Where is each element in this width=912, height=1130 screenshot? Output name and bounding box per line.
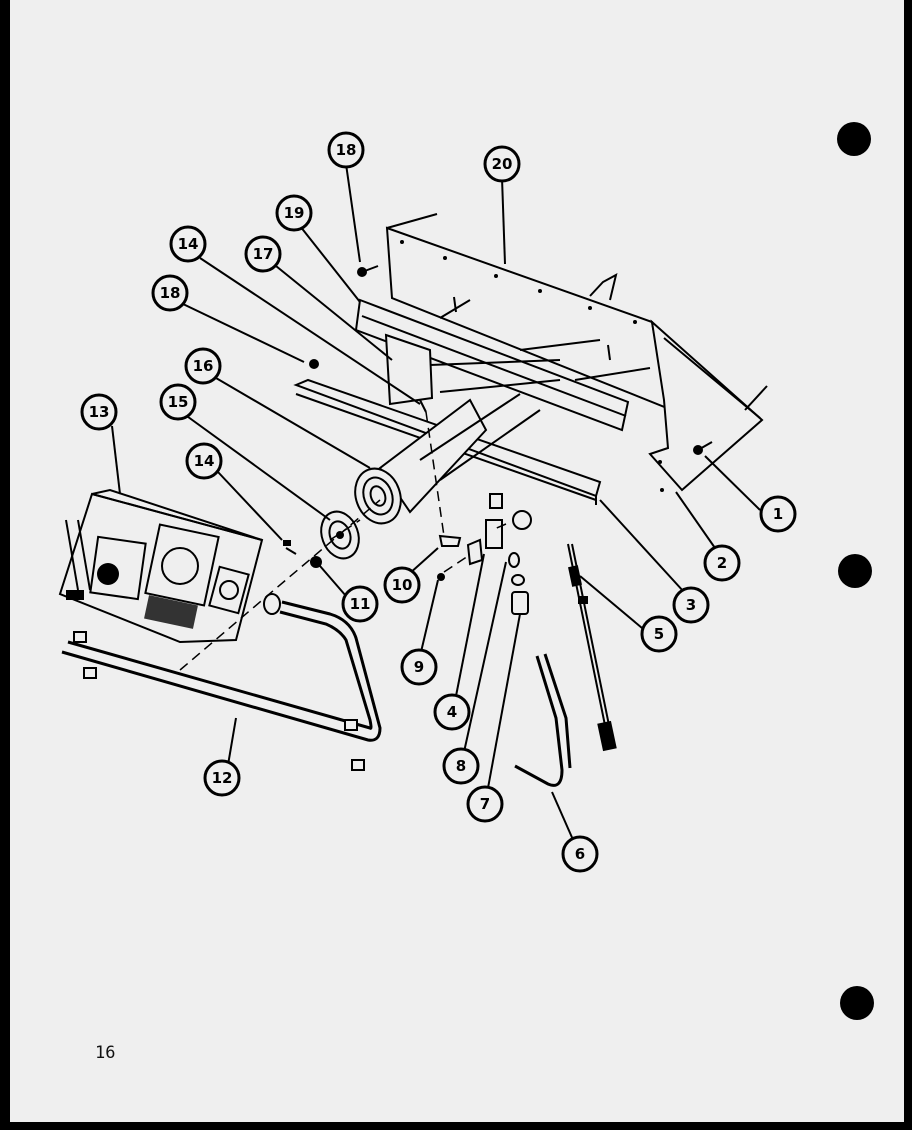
svg-text:15: 15 bbox=[168, 393, 189, 411]
part-5-rod bbox=[567, 543, 617, 752]
callout-16: 16 bbox=[184, 347, 222, 385]
callout-18-left: 18 bbox=[151, 274, 189, 312]
svg-text:17: 17 bbox=[253, 245, 274, 263]
callout-8: 8 bbox=[442, 747, 480, 785]
callout-14-upper: 14 bbox=[169, 225, 207, 263]
svg-text:18: 18 bbox=[160, 284, 181, 302]
part-19-frame bbox=[354, 298, 651, 432]
part-9-screw bbox=[437, 573, 445, 581]
part-8-orifice bbox=[508, 510, 532, 568]
svg-text:4: 4 bbox=[447, 703, 457, 721]
callout-15: 15 bbox=[159, 383, 197, 421]
callout-5: 5 bbox=[640, 615, 678, 653]
binder-hole-middle bbox=[838, 554, 872, 588]
part-14-screws bbox=[283, 540, 297, 555]
svg-text:2: 2 bbox=[717, 554, 727, 572]
part-14-screw-top bbox=[419, 399, 427, 413]
part-16-burner-tube bbox=[354, 393, 541, 525]
svg-text:3: 3 bbox=[686, 596, 696, 614]
svg-text:19: 19 bbox=[284, 204, 305, 222]
callout-1: 1 bbox=[759, 495, 797, 533]
svg-text:14: 14 bbox=[178, 235, 199, 253]
svg-text:18: 18 bbox=[336, 141, 357, 159]
callout-10: 10 bbox=[383, 566, 421, 604]
svg-text:11: 11 bbox=[350, 595, 371, 613]
callout-12: 12 bbox=[203, 759, 241, 797]
callout-11: 11 bbox=[341, 585, 379, 623]
part-10-bracket bbox=[438, 534, 462, 547]
binder-hole-bottom bbox=[840, 986, 874, 1020]
svg-text:6: 6 bbox=[575, 845, 585, 863]
svg-text:8: 8 bbox=[456, 757, 466, 775]
svg-text:10: 10 bbox=[392, 576, 413, 594]
callout-13: 13 bbox=[80, 393, 118, 431]
callout-14-lower: 14 bbox=[185, 442, 223, 480]
callout-17: 17 bbox=[244, 235, 282, 273]
callout-7: 7 bbox=[466, 785, 504, 823]
svg-text:13: 13 bbox=[89, 403, 110, 421]
callout-20: 20 bbox=[483, 145, 521, 183]
callout-18-top: 18 bbox=[327, 131, 365, 169]
callout-leaders bbox=[111, 163, 761, 843]
svg-text:14: 14 bbox=[194, 452, 215, 470]
part-4-igniter-bracket bbox=[466, 493, 503, 566]
part-15-flange bbox=[320, 510, 360, 560]
part-7-fitting bbox=[511, 574, 529, 615]
part-6-bent-tube bbox=[514, 653, 572, 787]
part-1-screw bbox=[693, 441, 713, 455]
callout-6: 6 bbox=[561, 835, 599, 873]
svg-text:1: 1 bbox=[773, 505, 783, 523]
part-2-side-bracket bbox=[648, 319, 768, 492]
svg-text:7: 7 bbox=[480, 795, 490, 813]
part-13-gas-valve bbox=[58, 488, 264, 644]
assembly-dash-lines bbox=[179, 411, 507, 671]
callout-2: 2 bbox=[703, 544, 741, 582]
svg-text:20: 20 bbox=[492, 155, 513, 173]
callout-3: 3 bbox=[672, 586, 710, 624]
svg-text:16: 16 bbox=[193, 357, 214, 375]
svg-text:9: 9 bbox=[414, 658, 424, 676]
callout-9: 9 bbox=[400, 648, 438, 686]
page-number: 16 bbox=[95, 1043, 116, 1063]
svg-text:5: 5 bbox=[654, 625, 664, 643]
part-18-screw-lower bbox=[309, 359, 319, 369]
callout-19: 19 bbox=[275, 194, 313, 232]
part-11-nut bbox=[310, 556, 322, 568]
callout-4: 4 bbox=[433, 693, 471, 731]
binder-hole-top bbox=[837, 122, 871, 156]
svg-text:12: 12 bbox=[212, 769, 233, 787]
part-12-manifold-pipe bbox=[61, 593, 382, 771]
part-18-screw-upper bbox=[357, 265, 379, 277]
